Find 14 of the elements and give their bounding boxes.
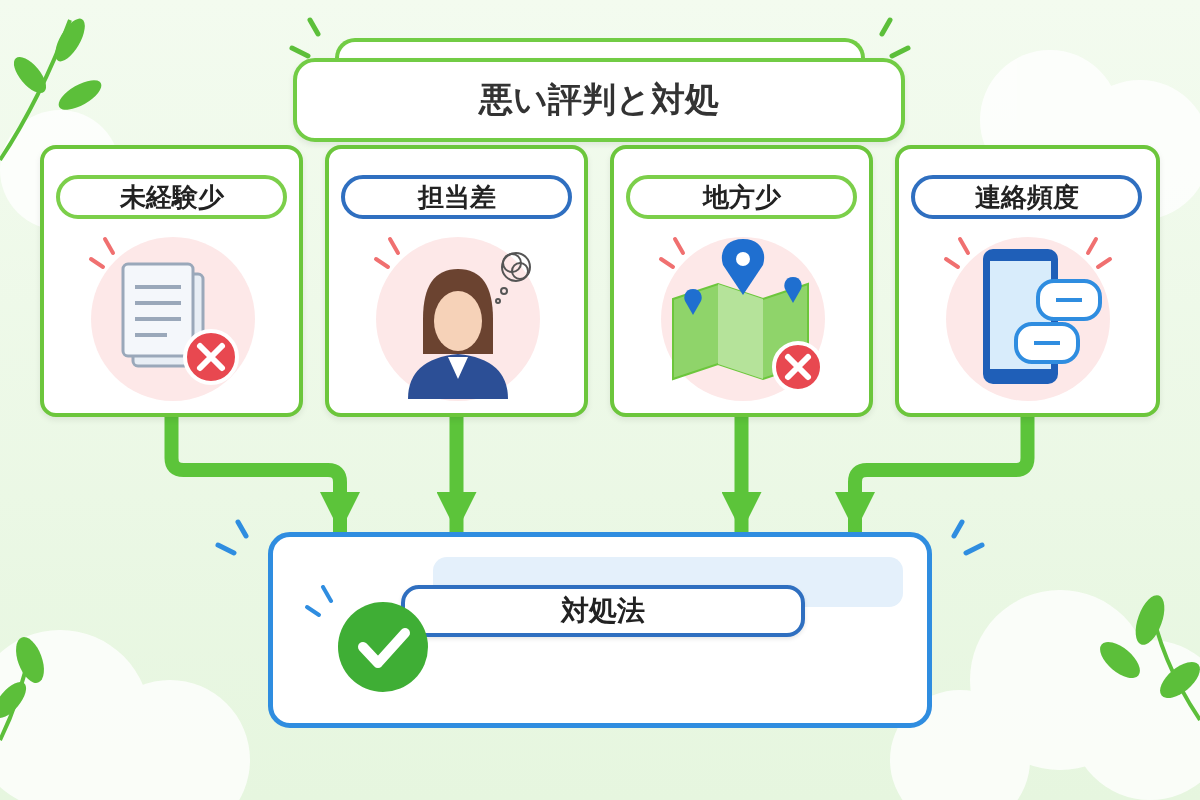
- card-heading: 連絡頻度: [911, 175, 1142, 219]
- category-card: [325, 145, 588, 417]
- category-card: [895, 145, 1160, 417]
- arrow: [436, 417, 477, 532]
- category-card: [610, 145, 873, 417]
- card-heading: 地方少: [626, 175, 857, 219]
- card-heading: 担当差: [341, 175, 572, 219]
- title-box: 悪い評判と対処: [293, 58, 905, 142]
- arrow: [721, 417, 762, 532]
- solution-heading: 対処法: [401, 585, 805, 637]
- solution-box: [268, 532, 932, 728]
- card-heading: 未経験少: [56, 175, 287, 219]
- title-tab: [335, 38, 865, 58]
- category-card: [40, 145, 303, 417]
